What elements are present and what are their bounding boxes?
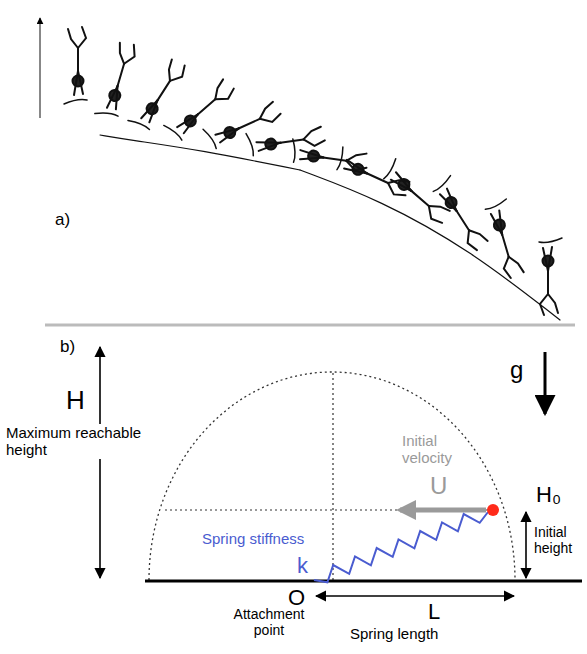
symbol-label: H: [66, 386, 85, 416]
pole-trace: [100, 135, 300, 170]
quantity-label: Maximum reachable height: [4, 424, 146, 459]
vaulter-figure: [164, 75, 237, 143]
vaulter-figure: [95, 40, 139, 120]
vaulter-figure: [246, 123, 325, 157]
quantity-label: Spring stiffness: [200, 530, 306, 547]
vaulter-figure: [539, 238, 562, 315]
gravity-arrow: [544, 352, 547, 414]
velocity-arrow: [400, 508, 486, 513]
length-arrow: [316, 595, 514, 597]
reach-arc: [149, 372, 515, 580]
separator: [45, 324, 575, 327]
symbol-label: k: [297, 553, 308, 578]
quantity-label: Spring length: [350, 625, 438, 642]
symbol-label: g: [510, 356, 523, 384]
symbol-label: H₀: [536, 482, 561, 507]
panel-label: b): [60, 337, 75, 357]
height-arrow: [99, 347, 101, 578]
vaulter-sequence: [64, 27, 562, 320]
spring: [314, 512, 488, 582]
vaulter-figure: [64, 27, 87, 104]
quantity-label: Initial height: [534, 524, 584, 556]
panel-label: a): [55, 210, 70, 230]
quantity-label: Attachment point: [226, 606, 312, 638]
quantity-label: Initial velocity: [402, 432, 468, 467]
symbol-label: L: [428, 599, 440, 624]
vertical-guide: [332, 372, 333, 580]
vaulter-figure: [431, 176, 492, 253]
pole-trace: [300, 170, 560, 320]
vaulter-figure: [128, 56, 189, 133]
ground: [145, 580, 582, 583]
vaulter-figure: [333, 147, 413, 200]
rise-arrow: [40, 18, 41, 118]
vaulter-figure: [290, 139, 369, 173]
initial-height-arrow: [525, 512, 527, 578]
mass-point: [487, 504, 499, 516]
symbol-label: U: [430, 472, 447, 500]
symbol-label: O: [288, 585, 305, 610]
vaulter-figure: [203, 97, 283, 150]
height-guide: [165, 509, 490, 510]
vaulter-figure: [381, 159, 454, 227]
